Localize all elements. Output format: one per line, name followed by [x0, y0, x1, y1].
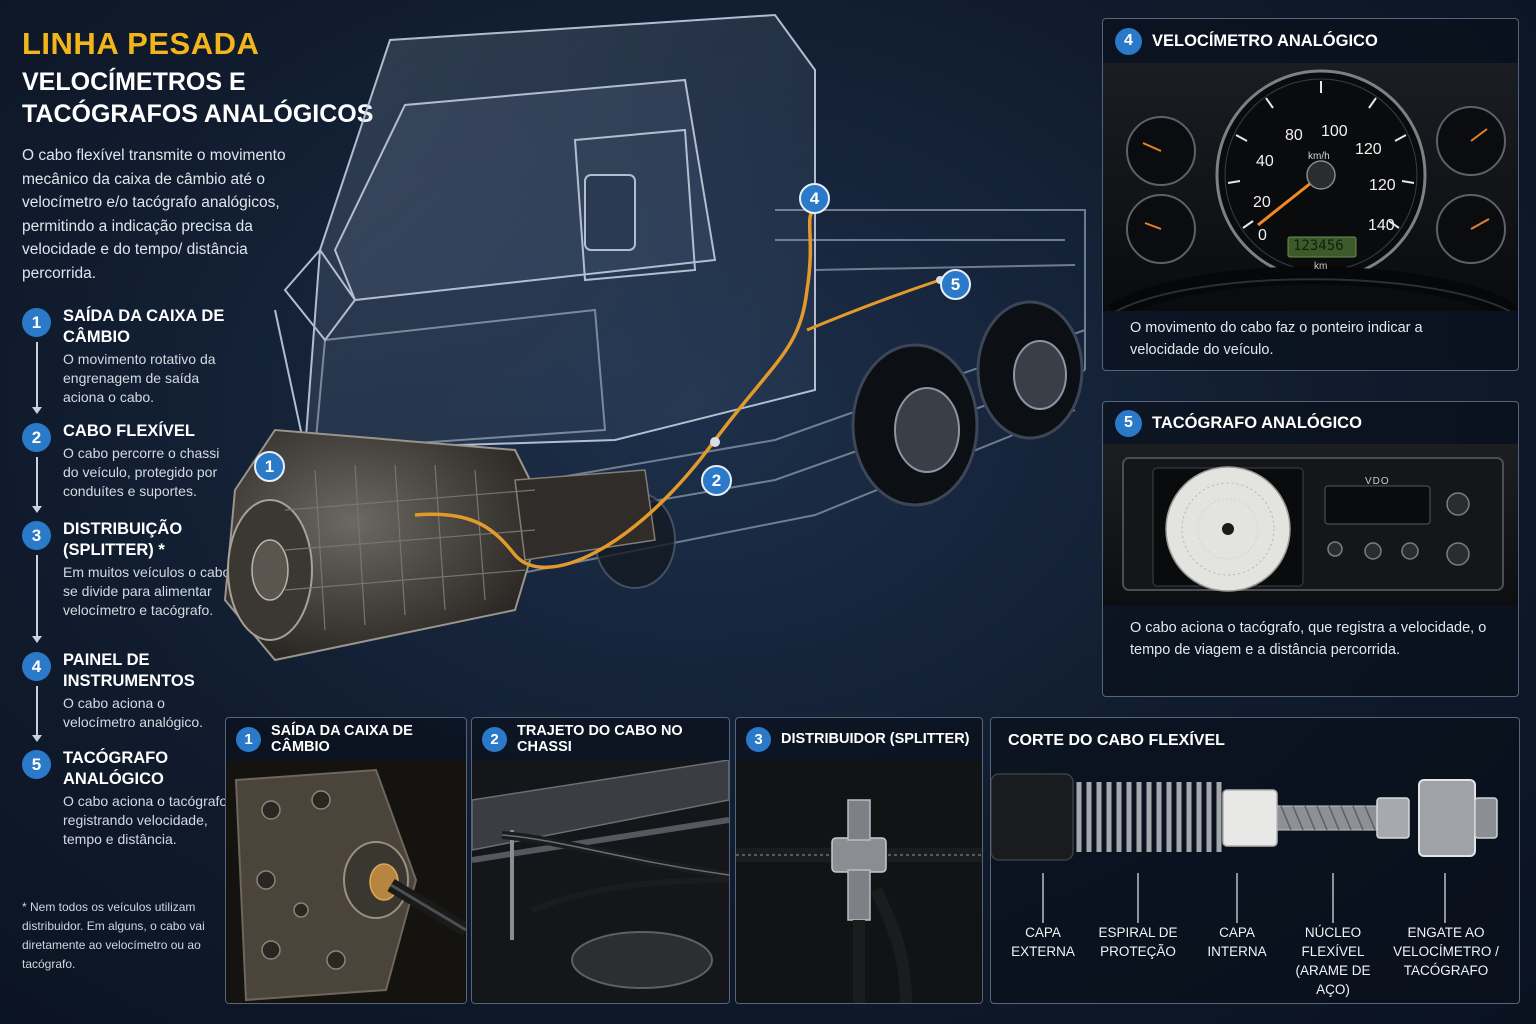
splitter-panel: 3 DISTRIBUIDOR (SPLITTER)	[735, 717, 983, 1004]
page-title: VELOCÍMETROS E TACÓGRAFOS ANALÓGICOS	[22, 68, 374, 128]
intro-text: O cabo flexível transmite o movimento me…	[22, 147, 286, 282]
footnote: * Nem todos os veículos utilizam distrib…	[22, 900, 205, 971]
truck-drawing	[223, 13, 1086, 662]
marker-1: 1	[254, 451, 285, 482]
panel-caption: O movimento do cabo faz o ponteiro indic…	[1130, 320, 1423, 358]
speedometer-cable	[414, 208, 815, 570]
arrow-down-icon	[33, 457, 41, 513]
protective-spiral	[1076, 782, 1222, 852]
step-number: 2	[22, 423, 51, 452]
panel-title: TACÓGRAFO ANALÓGICO	[1152, 413, 1362, 432]
step-number: 1	[22, 308, 51, 337]
tachograph-drawing	[1122, 457, 1504, 592]
arrow-down-icon	[33, 686, 41, 742]
step-number: 3	[22, 521, 51, 550]
panel-number: 1	[236, 726, 261, 752]
dial-label: 0	[1258, 227, 1267, 244]
odometer-value: 123456	[1293, 238, 1344, 254]
panel-title: DISTRIBUIDOR (SPLITTER)	[781, 731, 970, 747]
dial-label: 20	[1253, 194, 1271, 211]
step-description: Em muitos veículos o cabo se divide para…	[63, 564, 231, 618]
panel-title: TRAJETO DO CABO NO CHASSI	[517, 723, 683, 755]
arrow-down-icon	[33, 342, 41, 414]
dial-label: 120	[1369, 177, 1396, 194]
outer-jacket	[991, 773, 1074, 861]
panel-number: 3	[746, 726, 771, 752]
step-number: 4	[22, 652, 51, 681]
splitter-photo	[736, 760, 982, 1003]
chassis-route-panel: 2 TRAJETO DO CABO NO CHASSI	[471, 717, 730, 1004]
truck-illustration: 1 2 4 5	[215, 10, 1095, 700]
panel-title: VELOCÍMETRO ANALÓGICO	[1152, 31, 1378, 50]
step-title: TACÓGRAFO ANALÓGICO	[63, 749, 169, 788]
step-title: SAÍDA DA CAIXA DE CÂMBIO	[63, 307, 225, 346]
inner-jacket	[1222, 789, 1278, 847]
tachograph-panel: 5 TACÓGRAFO ANALÓGICO VDO O cabo aciona …	[1102, 401, 1519, 697]
speedometer-gauge	[1108, 69, 1518, 321]
arrow-down-icon	[33, 555, 41, 643]
panel-title: SAÍDA DA CAIXA DE CÂMBIO	[271, 723, 413, 755]
step-2: 2 CABO FLEXÍVEL O cabo percorre o chassi…	[22, 421, 232, 519]
panel-number: 5	[1115, 409, 1142, 437]
steps-list: 1 SAÍDA DA CAIXA DE CÂMBIO O movimento r…	[22, 306, 232, 849]
step-description: O cabo aciona o velocímetro analógico.	[63, 695, 204, 730]
step-4: 4 PAINEL DE INSTRUMENTOS O cabo aciona o…	[22, 650, 232, 748]
rear-wheels	[851, 300, 1084, 507]
steel-core	[1276, 805, 1378, 831]
tachograph-brand: VDO	[1365, 476, 1390, 487]
marker-4: 4	[799, 183, 830, 214]
cable-clamp	[710, 437, 720, 447]
step-title: PAINEL DE INSTRUMENTOS	[63, 651, 195, 690]
step-3: 3 DISTRIBUIÇÃO (SPLITTER) * Em muitos ve…	[22, 519, 232, 650]
dial-label: 120	[1355, 141, 1382, 158]
cable-cutaway-panel: CORTE DO CABO FLEXÍVEL CAPA EXTERNA ESPI…	[990, 717, 1520, 1004]
marker-2: 2	[701, 465, 732, 496]
step-description: O cabo percorre o chassi do veículo, pro…	[63, 445, 220, 499]
tachograph-branch	[806, 278, 941, 332]
coupling-nut	[1418, 779, 1476, 857]
cable-leader-lines	[1042, 873, 1446, 923]
gearbox	[223, 428, 656, 662]
dial-label: 80	[1285, 127, 1303, 144]
tachograph-device: VDO	[1103, 444, 1518, 606]
cut-label-inner-jacket: CAPA INTERNA	[1207, 925, 1267, 959]
truck-cab	[274, 13, 816, 452]
step-number: 5	[22, 750, 51, 779]
dial-label: 40	[1256, 153, 1274, 170]
cut-label-steel-core: NÚCLEO FLEXÍVEL (ARAME DE AÇO)	[1295, 925, 1371, 997]
brand-title: LINHA PESADA	[22, 26, 260, 61]
gearbox-output-panel: 1 SAÍDA DA CAIXA DE CÂMBIO	[225, 717, 467, 1004]
odometer-unit: km	[1314, 261, 1328, 272]
speedometer-panel: 4 VELOCÍMETRO ANALÓGICO	[1102, 18, 1519, 371]
step-title: CABO FLEXÍVEL	[63, 422, 196, 440]
step-5: 5 TACÓGRAFO ANALÓGICO O cabo aciona o ta…	[22, 748, 232, 849]
cut-label-outer-jacket: CAPA EXTERNA	[1011, 925, 1075, 959]
panel-caption: O cabo aciona o tacógrafo, que registra …	[1130, 620, 1487, 658]
dial-label: 100	[1321, 123, 1348, 140]
cut-label-spiral: ESPIRAL DE PROTEÇÃO	[1098, 925, 1178, 959]
panel-number: 2	[482, 726, 507, 752]
step-1: 1 SAÍDA DA CAIXA DE CÂMBIO O movimento r…	[22, 306, 232, 421]
odometer-display	[1287, 236, 1357, 258]
marker-5: 5	[940, 269, 971, 300]
panel-title: CORTE DO CABO FLEXÍVEL	[1008, 732, 1225, 749]
speed-unit: km/h	[1308, 151, 1330, 162]
cable-cutaway-drawing	[991, 773, 1498, 861]
cut-label-coupling: ENGATE AO VELOCÍMETRO / TACÓGRAFO	[1393, 925, 1499, 978]
gearbox-photo	[226, 760, 466, 1003]
step-description: O movimento rotativo da engrenagem de sa…	[63, 351, 216, 405]
panel-number: 4	[1115, 27, 1142, 55]
step-description: O cabo aciona o tacógrafo, registrando v…	[63, 793, 232, 847]
dial-label: 140	[1368, 217, 1395, 234]
chassis-route-photo	[472, 760, 729, 1003]
instrument-cluster: 20 40 80 100 120 120 140 0 km/h 123456 k…	[1103, 63, 1518, 321]
step-title: DISTRIBUIÇÃO (SPLITTER) *	[63, 520, 183, 559]
